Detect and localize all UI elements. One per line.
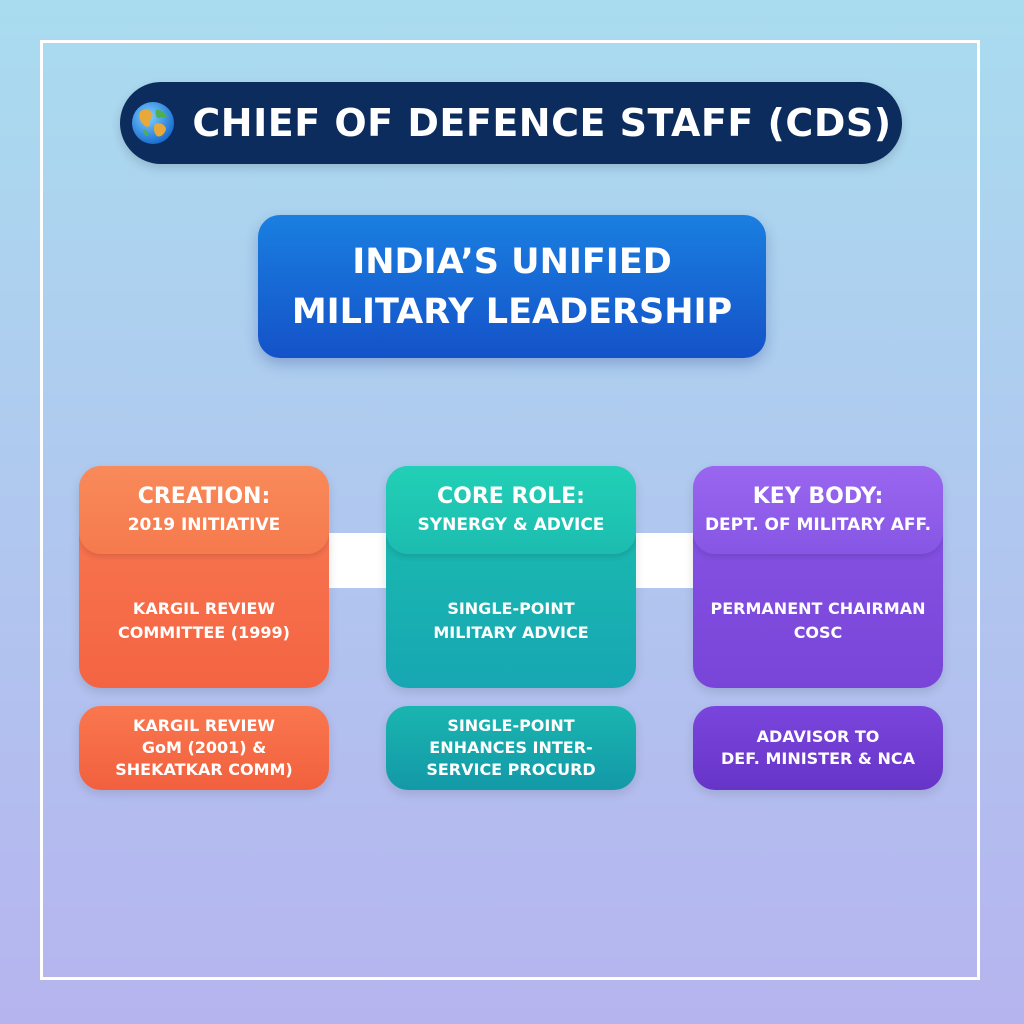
key-body-card-header: KEY BODY: DEPT. OF MILITARY AFF.: [693, 466, 943, 554]
globe-icon: [132, 102, 175, 144]
creation-footer-text: KARGIL REVIEW GoM (2001) & SHEKATKAR COM…: [115, 716, 293, 779]
creation-card-subtitle: 2019 INITIATIVE: [127, 515, 281, 535]
creation-card: CREATION: 2019 INITIATIVE KARGIL REVIEW …: [79, 466, 329, 688]
title-banner: CHIEF OF DEFENCE STAFF (CDS): [120, 82, 902, 164]
core-role-card-header: CORE ROLE: SYNERGY & ADVICE: [386, 466, 636, 554]
creation-card-title: CREATION:: [137, 484, 271, 509]
creation-footer-card: KARGIL REVIEW GoM (2001) & SHEKATKAR COM…: [79, 706, 329, 790]
key-body-footer-text: ADAVISOR TO DEF. MINISTER & NCA: [721, 727, 915, 768]
key-body-card-subtitle: DEPT. OF MILITARY AFF.: [704, 515, 932, 535]
core-role-card: CORE ROLE: SYNERGY & ADVICE SINGLE-POINT…: [386, 466, 636, 688]
core-role-card-body: SINGLE-POINT MILITARY ADVICE: [433, 599, 589, 642]
creation-card-header: CREATION: 2019 INITIATIVE: [79, 466, 329, 554]
subtitle-line-1: INDIA’S UNIFIED: [352, 241, 672, 282]
core-role-footer-text: SINGLE-POINT ENHANCES INTER- SERVICE PRO…: [426, 716, 596, 779]
creation-card-body: KARGIL REVIEW COMMITTEE (1999): [118, 599, 290, 642]
key-body-card: KEY BODY: DEPT. OF MILITARY AFF. PERMANE…: [693, 466, 943, 688]
core-role-card-title: CORE ROLE:: [437, 484, 585, 509]
core-role-card-subtitle: SYNERGY & ADVICE: [417, 515, 605, 535]
key-body-card-body: PERMANENT CHAIRMAN COSC: [710, 599, 926, 642]
subtitle-line-2: MILITARY LEADERSHIP: [291, 291, 733, 332]
key-body-footer-card: ADAVISOR TO DEF. MINISTER & NCA: [693, 706, 943, 790]
page-title: CHIEF OF DEFENCE STAFF (CDS): [192, 101, 892, 145]
subtitle-box: INDIA’S UNIFIED MILITARY LEADERSHIP: [258, 215, 766, 358]
key-body-card-title: KEY BODY:: [752, 484, 884, 509]
outer-frame: [40, 40, 980, 980]
core-role-footer-card: SINGLE-POINT ENHANCES INTER- SERVICE PRO…: [386, 706, 636, 790]
